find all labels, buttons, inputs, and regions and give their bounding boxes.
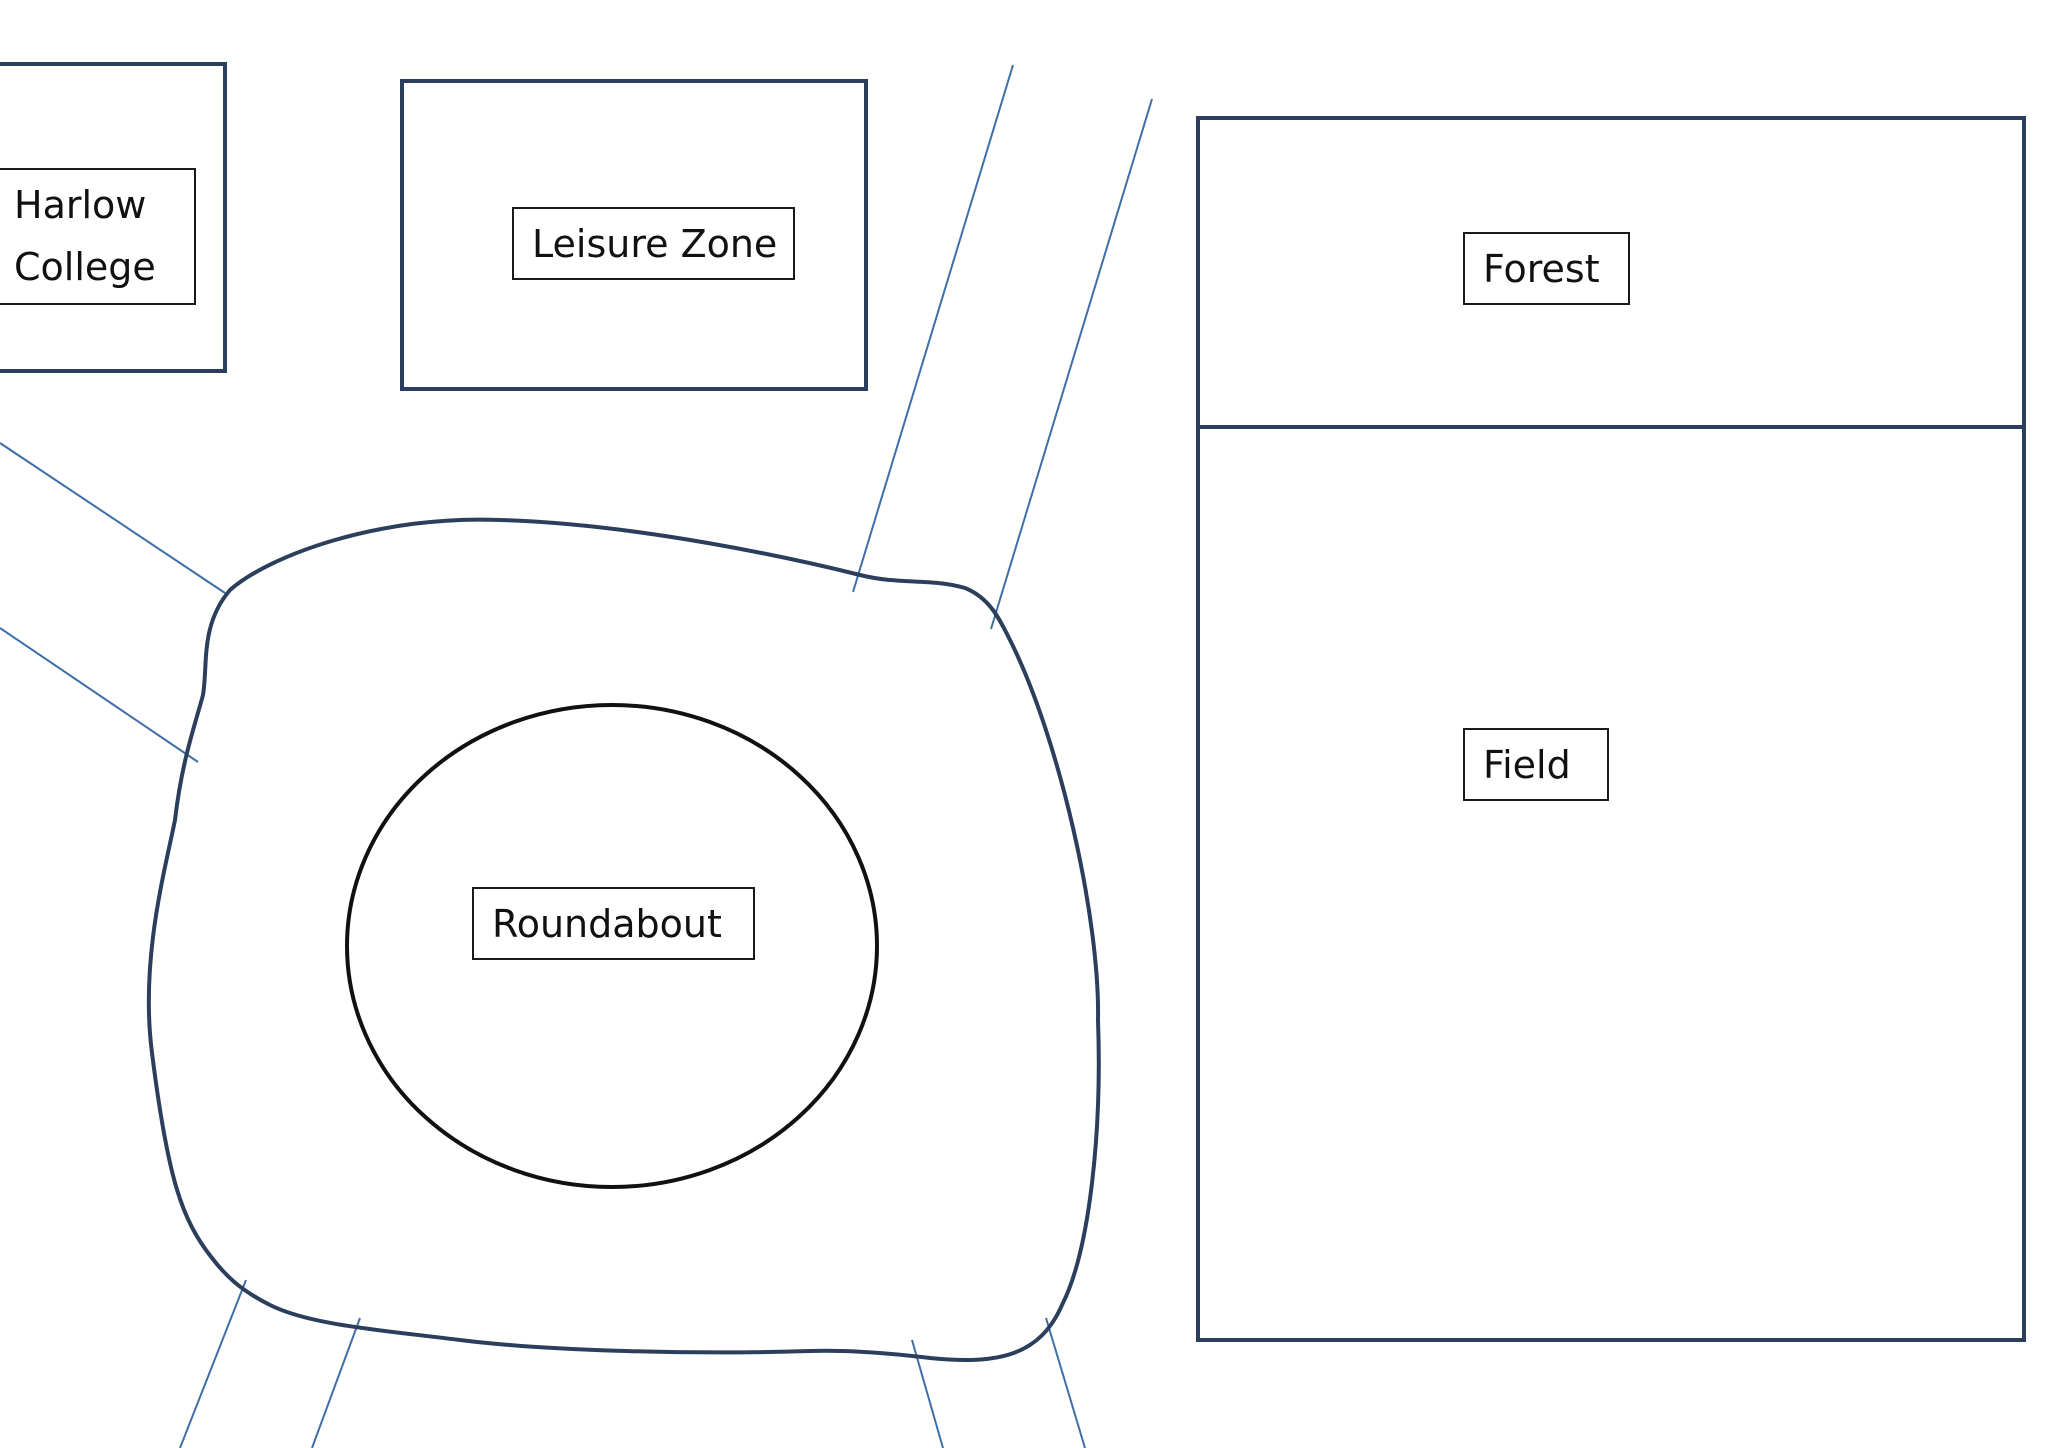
forest-field-block — [1196, 116, 2026, 1342]
forest-label: Forest — [1463, 232, 1630, 305]
road-south-east-outer-edge — [1045, 1317, 1086, 1448]
road-south-west-outer-edge — [179, 1279, 247, 1448]
harlow-college-label-line2: College — [14, 245, 156, 289]
road-lines — [0, 64, 1153, 1448]
road-north-west-edge — [852, 64, 1014, 593]
leisure-zone-label: Leisure Zone — [512, 207, 795, 280]
leisure-zone-block — [400, 79, 868, 391]
roundabout-central-island — [345, 703, 879, 1189]
road-north-east-edge — [990, 98, 1153, 630]
road-south-west-inner-edge — [311, 1317, 361, 1448]
road-west-upper-edge — [0, 442, 226, 594]
roundabout-outer-boundary — [146, 517, 1101, 1362]
harlow-college-block — [0, 62, 227, 373]
harlow-college-label: Harlow College — [0, 168, 196, 305]
roundabout-label: Roundabout — [472, 887, 755, 960]
harlow-college-label-line1: Harlow — [14, 183, 147, 227]
field-label: Field — [1463, 728, 1609, 801]
road-west-lower-edge — [0, 627, 199, 763]
